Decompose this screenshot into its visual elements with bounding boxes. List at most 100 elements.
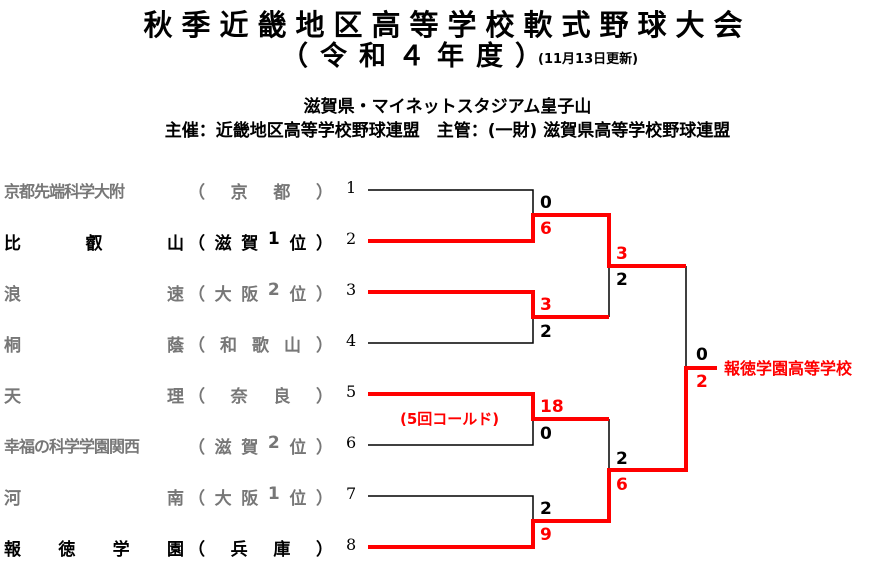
team-name-part: 報 <box>4 540 21 560</box>
team-name: 天理 <box>4 382 184 407</box>
team-region-part: 2 <box>267 280 280 300</box>
champion: 報徳学園高等学校 <box>724 359 853 378</box>
team-region-part: 京 <box>230 183 248 203</box>
team-region-part: （ <box>188 183 205 203</box>
team-region-part: 位 <box>289 285 307 305</box>
team-region-part: ） <box>315 183 333 203</box>
organizers: 主催：近畿地区高等学校野球連盟 主管：(一財) 滋賀県高等学校野球連盟 <box>164 121 731 141</box>
team-name-part: 河 <box>4 489 21 509</box>
team-region-part: 賀 <box>241 234 259 254</box>
team-region-part: 歌 <box>252 336 269 356</box>
team-row: 桐蔭（和歌山）4 <box>0 331 370 356</box>
team-region-part: 位 <box>289 489 307 509</box>
team-region-part: 兵 <box>230 540 248 560</box>
score: 0 <box>540 424 552 444</box>
team-name-part: 蔭 <box>167 336 184 356</box>
team-region: （ 京 都 ） <box>188 178 333 203</box>
score: 2 <box>696 372 708 392</box>
seed-number: 7 <box>346 484 357 503</box>
team-name: 京都先端科学大附 <box>4 178 184 202</box>
page-subtitle: （令和４年度） <box>281 41 554 72</box>
score: 18 <box>540 397 564 417</box>
team-region-part: 滋 <box>214 438 232 458</box>
team-region-part: 賀 <box>241 438 259 458</box>
team-name: 浪速 <box>4 280 184 305</box>
team-region-part: 庫 <box>273 540 291 560</box>
win-line-team-2 <box>368 213 686 268</box>
score: 3 <box>540 295 552 315</box>
seed-number: 1 <box>346 178 357 197</box>
team-region-part: 良 <box>273 387 291 407</box>
team-name-part: 京都先端科学大附 <box>4 182 125 201</box>
venue: 滋賀県・マイネットスタジアム皇子山 <box>303 97 592 117</box>
updated-date: (11月13日更新) <box>538 52 639 67</box>
score: 2 <box>540 322 552 342</box>
team-region: （ 兵 庫 ） <box>188 535 333 560</box>
score: 2 <box>540 499 552 519</box>
seed-number: 5 <box>346 382 357 401</box>
score: 6 <box>616 475 628 495</box>
team-region-part: 阪 <box>241 285 259 305</box>
team-region-part: 都 <box>273 183 291 203</box>
line-team-1 <box>368 189 534 215</box>
team-name-part: 理 <box>167 387 184 407</box>
team-region-part: 山 <box>284 336 301 356</box>
team-region-part: （ <box>188 438 205 458</box>
score: 0 <box>696 345 708 365</box>
team-region-part: ） <box>316 336 333 356</box>
team-region-part: （ <box>188 336 205 356</box>
team-region-part: 2 <box>267 433 280 453</box>
team-region-part: ） <box>315 234 333 254</box>
team-region: （ 和歌山 ） <box>188 331 333 356</box>
page-title: 秋季近畿地区高等学校軟式野球大会 <box>143 8 752 42</box>
team-name-part: 比 <box>4 234 21 254</box>
team-region-part: 位 <box>289 234 307 254</box>
line-team-6 <box>368 419 534 446</box>
team-name: 報徳学園 <box>4 535 184 560</box>
team-name-part: 南 <box>167 489 184 509</box>
team-name: 桐蔭 <box>4 331 184 356</box>
team-region-part: ） <box>315 540 333 560</box>
team-name-part: 速 <box>167 285 184 305</box>
team-row: 報徳学園（兵庫）8 <box>0 535 370 560</box>
team-row: 天理（奈良）5 <box>0 382 370 407</box>
team-row: 京都先端科学大附 （ 京 都 ） 1 <box>0 178 370 203</box>
team-name: 河南 <box>4 484 184 509</box>
team-region-part: ） <box>315 285 333 305</box>
seed-number: 6 <box>346 433 357 452</box>
team-name-part: 天 <box>4 387 21 407</box>
team-region-part: 滋 <box>214 234 232 254</box>
team-region-part: ） <box>315 387 333 407</box>
team-region: （奈良） <box>188 382 333 407</box>
score: 2 <box>616 449 628 469</box>
team-name-part: 幸福の科学学園関西 <box>4 437 140 456</box>
line-team-4 <box>368 317 534 344</box>
team-region-part: 大 <box>214 285 232 305</box>
team-region-part: （ <box>188 285 205 305</box>
score: 3 <box>616 244 628 264</box>
team-region-part: （ <box>188 540 205 560</box>
win-line-team-8 <box>368 366 717 549</box>
team-name-part: 叡 <box>85 234 103 254</box>
team-name-part: 徳 <box>58 540 76 560</box>
team-region-part: 阪 <box>241 489 259 509</box>
win-line-team-3 <box>368 290 609 319</box>
team-region-part: 1 <box>267 484 280 504</box>
team-region-part: 和 <box>220 336 237 356</box>
seed-number: 3 <box>346 280 357 299</box>
team-name: 比叡山 <box>4 229 184 254</box>
seed-number: 8 <box>346 535 357 554</box>
team-name: 幸福の科学学園関西 <box>4 433 184 457</box>
line-team-7 <box>368 495 534 521</box>
team-region-part: （ <box>188 234 205 254</box>
score: 6 <box>540 219 552 239</box>
team-name-part: 浪 <box>4 285 21 305</box>
